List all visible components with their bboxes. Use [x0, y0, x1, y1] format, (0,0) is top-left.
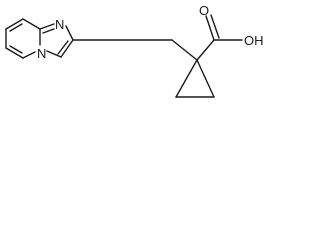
double-bond-c2-c3 [57, 40, 69, 55]
double-bond-c6-c5 [9, 45, 23, 54]
bond-c6-c5 [5, 47, 24, 59]
bond-c2-c3 [60, 39, 74, 58]
bond-c8-c7 [5, 18, 24, 30]
imidazole-ring [39, 23, 74, 58]
bond-c8a-n1 [39, 23, 55, 30]
atom-label-oh: OH [244, 33, 264, 48]
bond-n1-c2 [65, 25, 74, 41]
double-bond-cacid-o [210, 14, 220, 39]
bond-ch2-cq [171, 39, 198, 61]
chemical-structure-diagram: N N O OH [5, 3, 264, 98]
bond-cacid-o [205, 15, 215, 41]
bond-cq-cp2 [196, 59, 215, 98]
bond-c5-n4 [22, 51, 36, 59]
side-chain [72, 39, 198, 61]
double-bond-c8a-n1 [42, 28, 55, 34]
cyclopropane-ring [175, 59, 215, 98]
bond-cq-cacid [196, 39, 215, 61]
bond-c8a-c8 [22, 18, 41, 30]
bond-c3-n4 [46, 50, 62, 58]
carboxylic-acid-group [196, 14, 243, 61]
atom-label-o-carbonyl: O [199, 3, 209, 18]
pyridine-ring [5, 18, 41, 59]
atom-label-n-bridgehead: N [37, 46, 46, 61]
bond-cq-cp1 [175, 59, 198, 98]
double-bond-c8-c7 [9, 23, 23, 32]
atom-label-n-imidazole: N [55, 17, 64, 32]
